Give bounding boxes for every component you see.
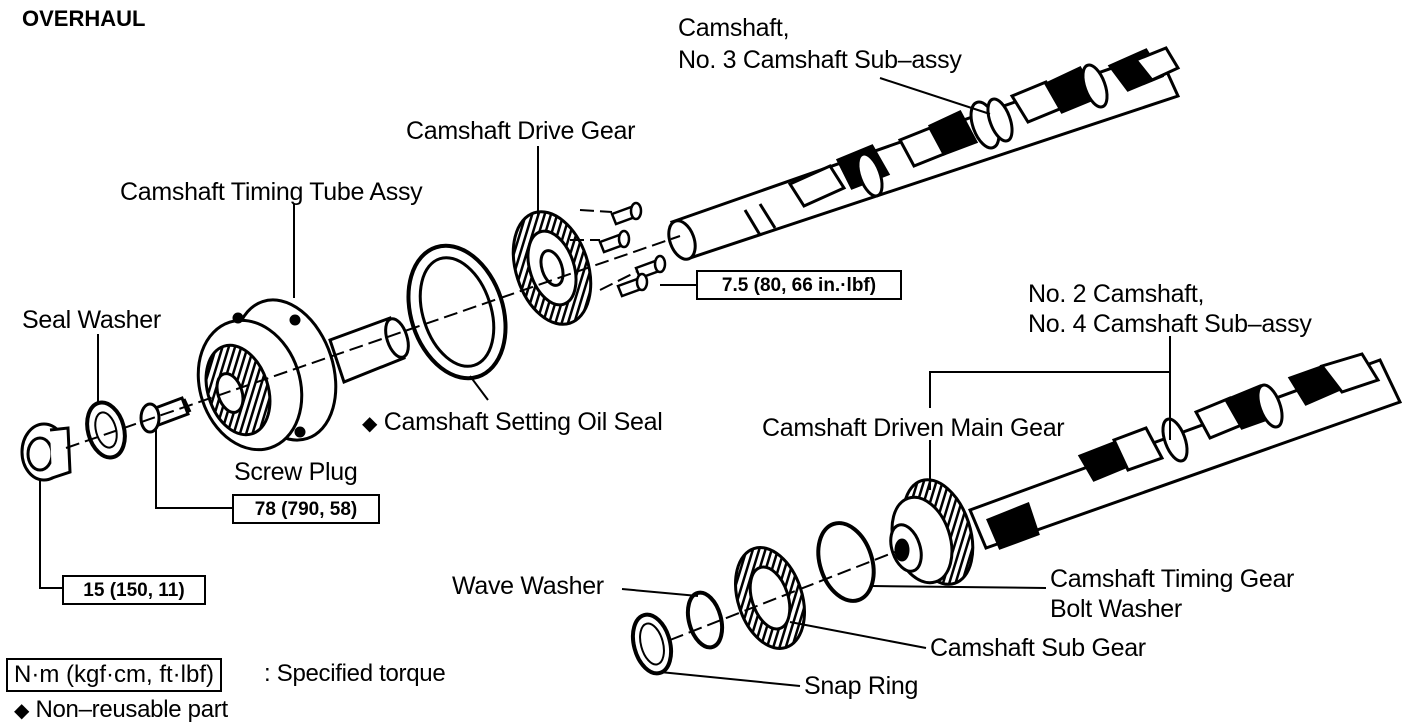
camshaft-drive-gear bbox=[511, 210, 593, 326]
torque-drive-gear-bolt: 7.5 (80, 66 in.·lbf) bbox=[696, 270, 902, 300]
page-title: OVERHAUL bbox=[22, 6, 146, 31]
label-no2-camshaft: No. 2 Camshaft, bbox=[1028, 280, 1205, 308]
camshaft-sub-gear bbox=[734, 546, 806, 650]
label-seal-washer: Seal Washer bbox=[22, 306, 161, 334]
legend-specified-torque: : Specified torque bbox=[264, 660, 446, 687]
label-camshaft-driven-main-gear: Camshaft Driven Main Gear bbox=[762, 414, 1065, 442]
label-camshaft-timing-gear: Camshaft Timing Gear bbox=[1050, 565, 1295, 593]
label-screw-plug: Screw Plug bbox=[234, 458, 358, 486]
camshaft-driven-main-gear bbox=[889, 478, 975, 586]
lower-camshaft bbox=[968, 352, 1403, 550]
torque-plug: 15 (150, 11) bbox=[62, 575, 206, 605]
label-no3-camshaft-sub-assy: No. 3 Camshaft Sub–assy bbox=[678, 46, 962, 74]
torque-screw-plug: 78 (790, 58) bbox=[232, 494, 380, 524]
label-snap-ring: Snap Ring bbox=[804, 672, 919, 700]
camshaft-timing-tube-assy bbox=[196, 298, 410, 452]
plug bbox=[20, 422, 72, 482]
seal-washer bbox=[85, 400, 127, 460]
leader-lines bbox=[39, 77, 1171, 687]
label-camshaft-setting-oil-seal: ◆ Camshaft Setting Oil Seal bbox=[362, 410, 663, 435]
camshaft-timing-gear-bolt-washer bbox=[816, 521, 876, 603]
label-camshaft-timing-tube-assy: Camshaft Timing Tube Assy bbox=[120, 178, 423, 206]
non-reusable-mark: ◆ bbox=[362, 413, 378, 435]
label-no4-camshaft-sub-assy: No. 4 Camshaft Sub–assy bbox=[1028, 310, 1312, 338]
legend-non-reusable-text: Non–reusable part bbox=[35, 696, 228, 723]
legend-torque-unit-box: N·m (kgf·cm, ft·lbf) bbox=[6, 658, 222, 692]
lower-axis-line bbox=[669, 549, 901, 641]
label-camshaft-drive-gear: Camshaft Drive Gear bbox=[406, 117, 636, 145]
non-reusable-mark-legend: ◆ bbox=[14, 700, 30, 722]
upper-camshaft bbox=[667, 46, 1181, 261]
label-bolt-washer: Bolt Washer bbox=[1050, 595, 1182, 623]
upper-axis-line bbox=[65, 209, 681, 449]
screw-plug bbox=[139, 396, 192, 434]
label-camshaft-sub-gear: Camshaft Sub Gear bbox=[930, 634, 1146, 662]
snap-ring bbox=[630, 612, 674, 676]
legend-non-reusable: ◆ Non–reusable part bbox=[14, 698, 228, 722]
label-wave-washer: Wave Washer bbox=[452, 572, 604, 600]
wave-washer bbox=[685, 590, 725, 650]
drive-gear-bolts bbox=[598, 201, 667, 298]
label-camshaft: Camshaft, bbox=[678, 14, 790, 42]
oil-seal-text: Camshaft Setting Oil Seal bbox=[383, 408, 663, 436]
